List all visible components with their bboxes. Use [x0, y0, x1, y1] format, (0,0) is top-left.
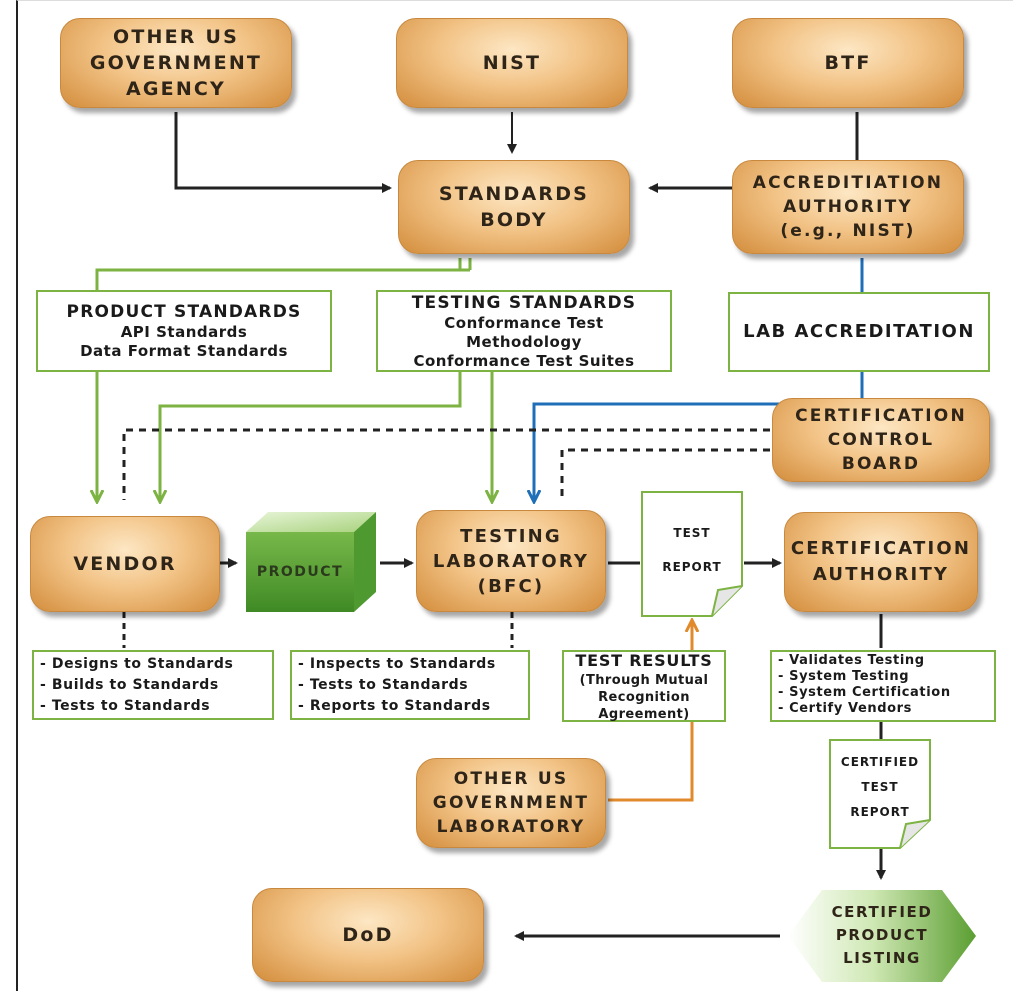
product-label: PRODUCT — [256, 564, 344, 580]
panel-test-results: TEST RESULTS (Through Mutual Recognition… — [562, 650, 726, 722]
node-dod: DoD — [252, 888, 484, 982]
edge-ccb-to-lab-dashed — [560, 448, 770, 500]
list-item: - Certify Vendors — [778, 701, 913, 716]
node-accreditation-authority: ACCREDITIATION AUTHORITY (e.g., NIST) — [732, 160, 964, 254]
document-icon — [829, 739, 931, 849]
node-product: PRODUCT — [240, 510, 380, 614]
node-standards-body: STANDARDS BODY — [398, 160, 630, 254]
node-other-us-laboratory: OTHER US GOVERNMENT LABORATORY — [416, 758, 606, 848]
node-certified-product-listing: CERTIFIED PRODUCT LISTING — [786, 888, 978, 984]
node-other-us-agency: OTHER US GOVERNMENT AGENCY — [60, 18, 292, 108]
list-cert-duties: - Validates Testing - System Testing - S… — [770, 650, 996, 722]
list-lab-duties: - Inspects to Standards - Tests to Stand… — [290, 650, 530, 720]
node-testing-laboratory: TESTING LABORATORY (BFC) — [416, 510, 606, 612]
list-item: - System Testing — [778, 669, 910, 684]
edge-ccb-to-vendor-dashed — [122, 428, 770, 500]
list-item: - Validates Testing — [778, 653, 925, 668]
list-item: - Inspects to Standards — [298, 655, 496, 672]
node-vendor: VENDOR — [30, 516, 220, 612]
panel-product-standards: PRODUCT STANDARDS API Standards Data For… — [36, 290, 332, 372]
edge-lab-accreditation-to-lab — [534, 372, 864, 500]
list-item: - Tests to Standards — [40, 697, 211, 714]
list-item: - System Certification — [778, 685, 951, 700]
panel-testing-standards: TESTING STANDARDS Conformance Test Metho… — [376, 290, 672, 372]
list-item: - Designs to Standards — [40, 655, 234, 672]
document-certified-test-report: CERTIFIED TEST REPORT — [828, 738, 932, 850]
node-nist: NIST — [396, 18, 628, 108]
hexagon-shape — [788, 890, 976, 982]
edge-standards-to-product-standards — [95, 268, 470, 290]
edge-testing-standards-to-vendor — [160, 372, 462, 500]
document-test-report: TEST REPORT — [640, 490, 744, 618]
list-item: - Builds to Standards — [40, 676, 219, 693]
list-vendor-duties: - Designs to Standards - Builds to Stand… — [32, 650, 274, 720]
node-certification-authority: CERTIFICATION AUTHORITY — [784, 512, 978, 612]
list-item: - Reports to Standards — [298, 697, 491, 714]
node-btf: BTF — [732, 18, 964, 108]
list-item: - Tests to Standards — [298, 676, 469, 693]
product-cube-icon — [246, 512, 376, 612]
document-icon — [641, 491, 743, 617]
panel-lab-accreditation: LAB ACCREDITATION — [728, 292, 990, 372]
node-certification-control-board: CERTIFICATION CONTROL BOARD — [772, 398, 990, 482]
edge-agency-to-standards — [174, 112, 392, 193]
